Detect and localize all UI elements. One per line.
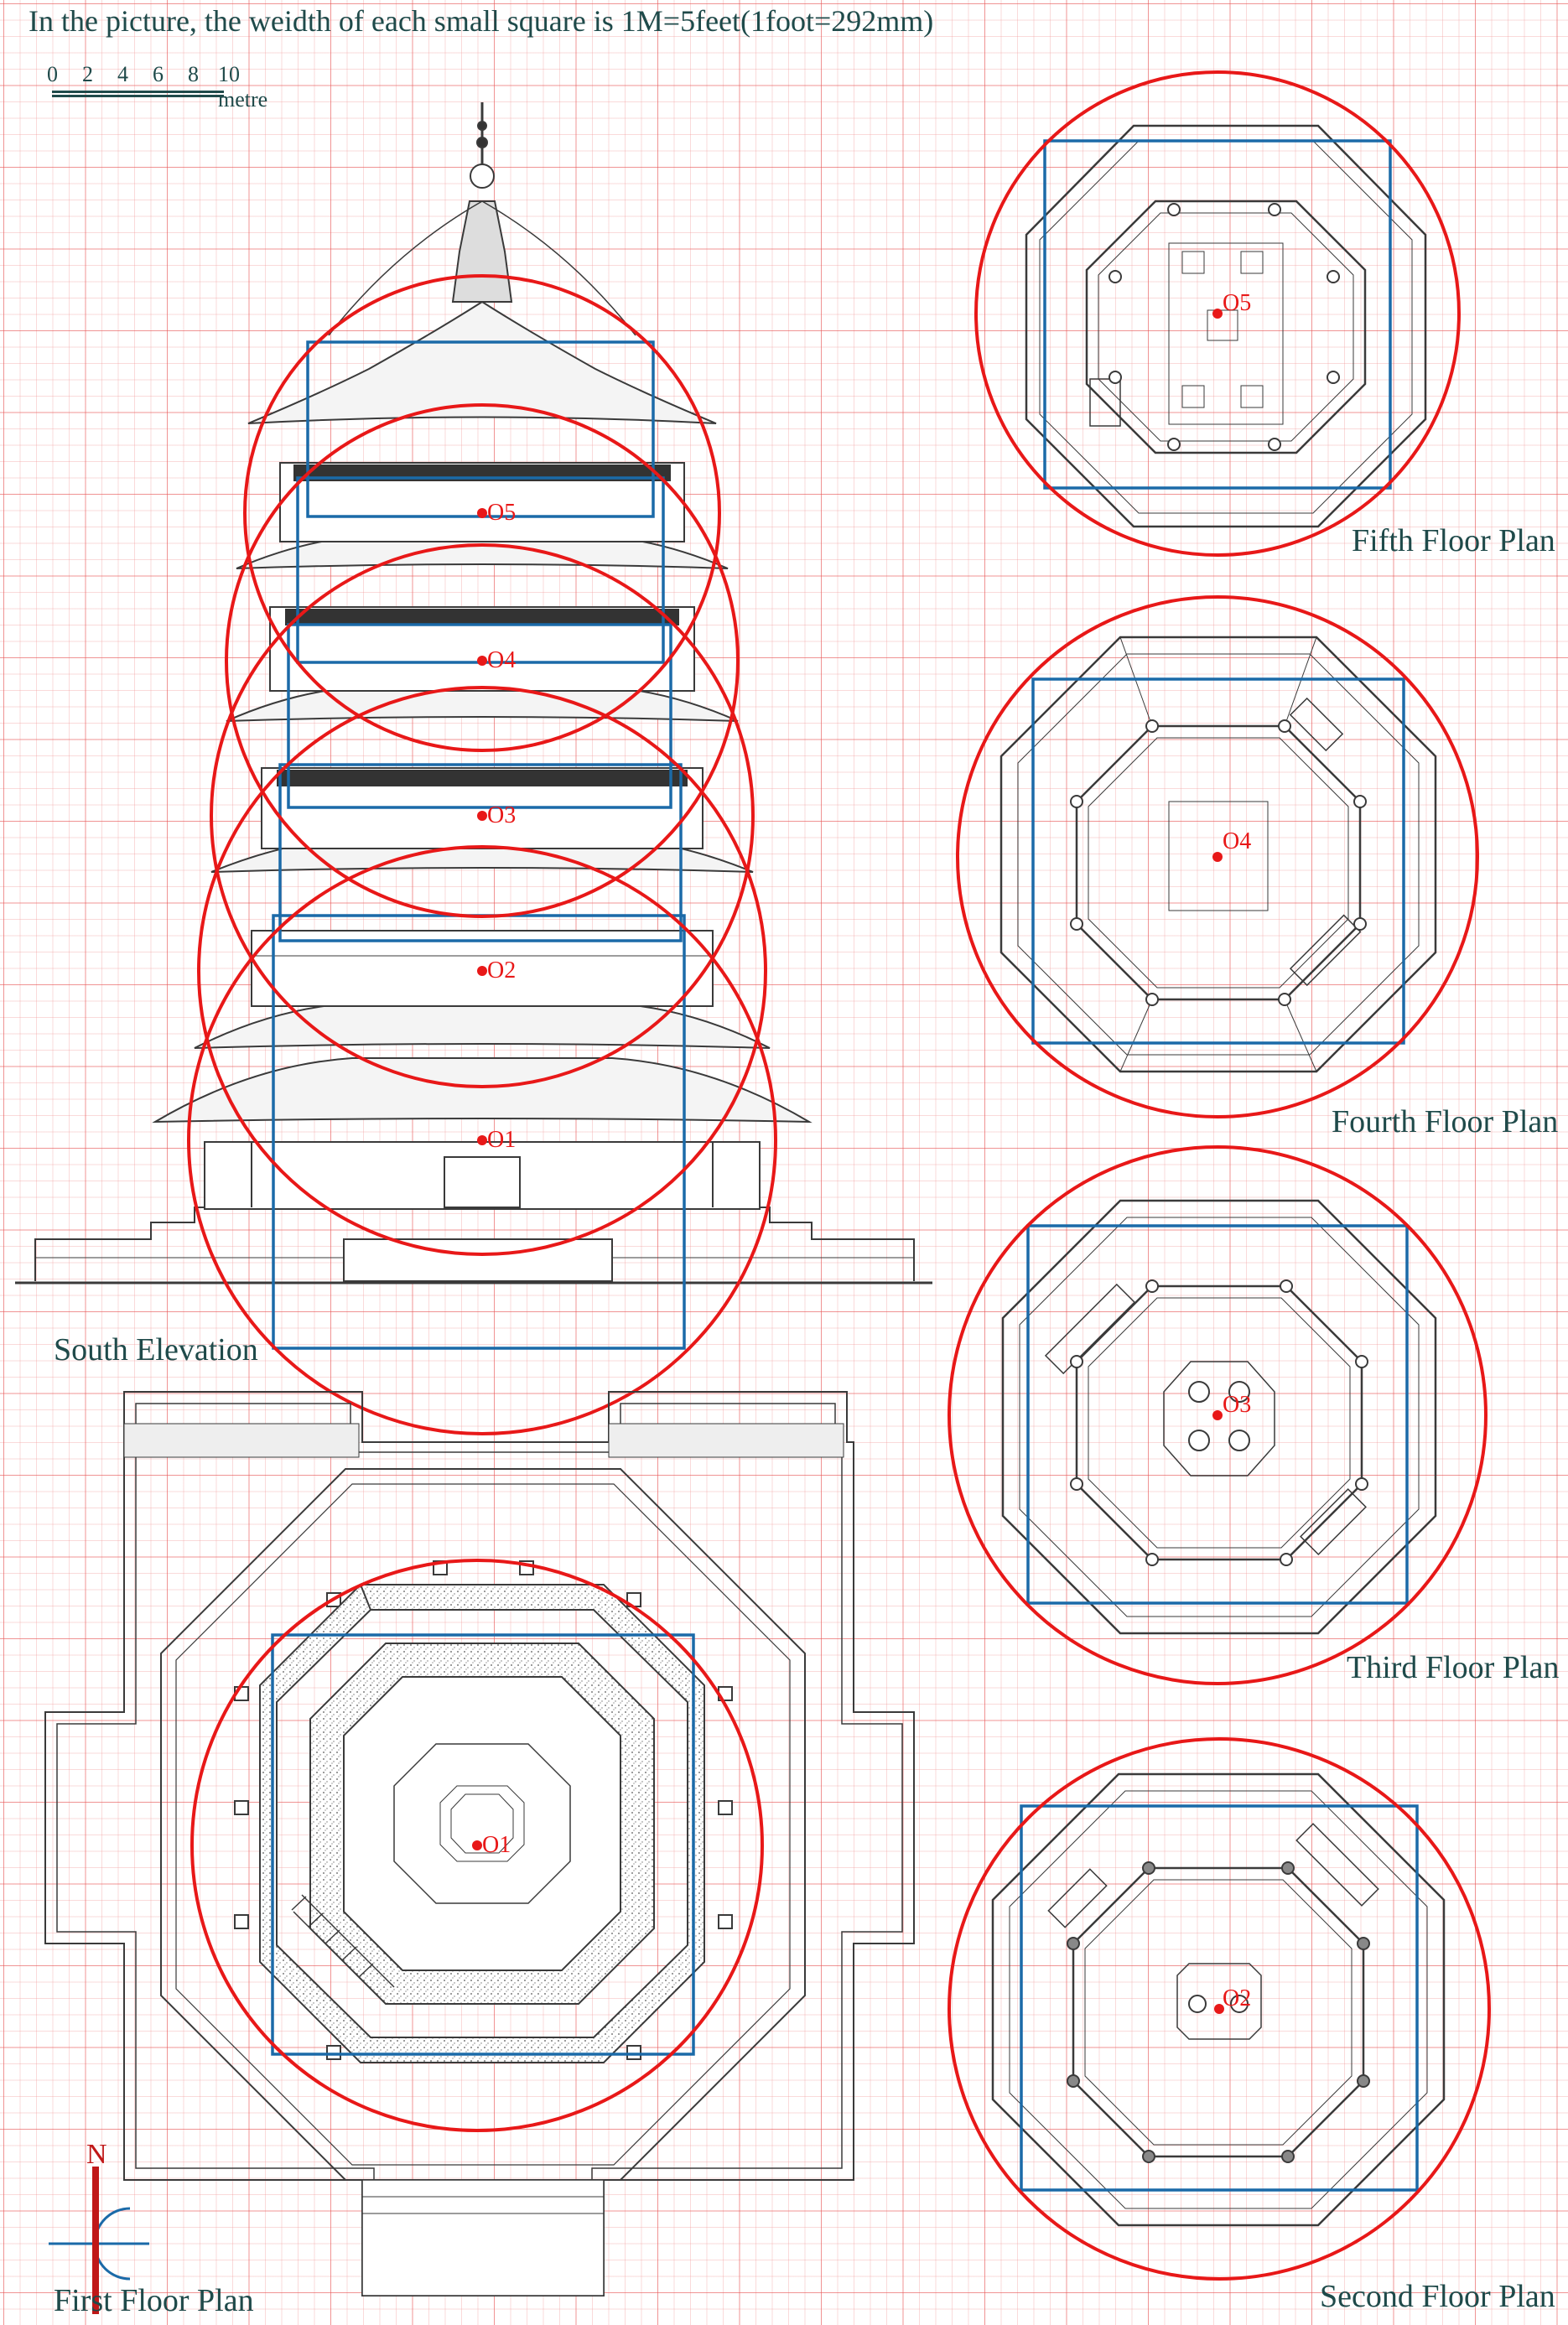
center-label-o2-plan: O2 [1223, 1985, 1251, 2011]
caption-fourth-floor-plan: Fourth Floor Plan [1332, 1104, 1559, 1139]
caption-second-floor-plan: Second Floor Plan [1320, 2279, 1555, 2314]
scale-tick-label: 0 [47, 62, 58, 86]
first-floor-plan [44, 1391, 915, 2296]
second-floor-guide-square [1020, 1804, 1419, 2192]
caption-south-elevation: South Elevation [54, 1332, 258, 1367]
second-floor-plan [991, 1772, 1446, 2227]
north-arrow: N [49, 2139, 149, 2314]
storey-3 [269, 606, 695, 692]
center-label-o3: O3 [487, 802, 516, 828]
scale-tick-label: 8 [188, 62, 199, 86]
center-label-o5-plan: O5 [1223, 290, 1251, 316]
first-eave [194, 1002, 771, 1049]
hatched-wall [259, 1583, 705, 2063]
scale-tick-label: 4 [117, 62, 128, 86]
first-floor-stairs [291, 1894, 395, 1998]
scale-bar [52, 91, 224, 97]
inner-octagon [393, 1743, 571, 1904]
fifth-floor-circle [974, 70, 1461, 557]
main-door [444, 1156, 521, 1208]
outer-octagon [160, 1468, 806, 2181]
scale-tick-label: 10 metre [218, 62, 268, 112]
elevation-circles [187, 274, 777, 1435]
center-label-o2: O2 [487, 958, 516, 983]
center-label-o5: O5 [487, 500, 516, 526]
center-label-o3-plan: O3 [1223, 1392, 1251, 1418]
fifth-floor-guide-square [1043, 139, 1392, 490]
fourth-floor-circle [956, 595, 1479, 1118]
caption-first-floor-plan: First Floor Plan [54, 2283, 254, 2318]
center-label-o4: O4 [487, 647, 516, 673]
third-floor-plan [1001, 1199, 1437, 1635]
scale-tick-label: 2 [82, 62, 93, 86]
storey-4 [279, 462, 685, 542]
third-floor-circle [948, 1145, 1488, 1685]
finial [451, 200, 513, 303]
caption-fifth-floor-plan: Fifth Floor Plan [1352, 523, 1555, 558]
first-floor-circle [190, 1559, 764, 2132]
fourth-floor-plan [999, 636, 1437, 1073]
scale-tick-label: 6 [153, 62, 164, 86]
first-floor-platform [44, 1391, 915, 2296]
first-floor-guide-square [271, 1633, 695, 2056]
lower-eave [152, 1057, 813, 1124]
center-label-o4-plan: O4 [1223, 828, 1251, 854]
elevation-centers: O5 O4 O3 O2 O1 [477, 500, 516, 1153]
center-label-o1: O1 [487, 1127, 516, 1153]
scale-labels: 0 2 4 6 8 10 metre [47, 62, 273, 112]
third-floor-guide-square [1026, 1224, 1409, 1605]
caption-third-floor-plan: Third Floor Plan [1347, 1650, 1560, 1685]
second-floor-circle [948, 1737, 1491, 2281]
top-roof [247, 300, 717, 424]
figure-header: In the picture, the weidth of each small… [29, 4, 934, 38]
fifth-floor-plan [1025, 124, 1427, 528]
north-label: N [86, 2139, 107, 2170]
fourth-floor-guide-square [1031, 677, 1405, 1045]
center-label-o1-plan: O1 [482, 1832, 511, 1858]
south-elevation [15, 102, 932, 1284]
